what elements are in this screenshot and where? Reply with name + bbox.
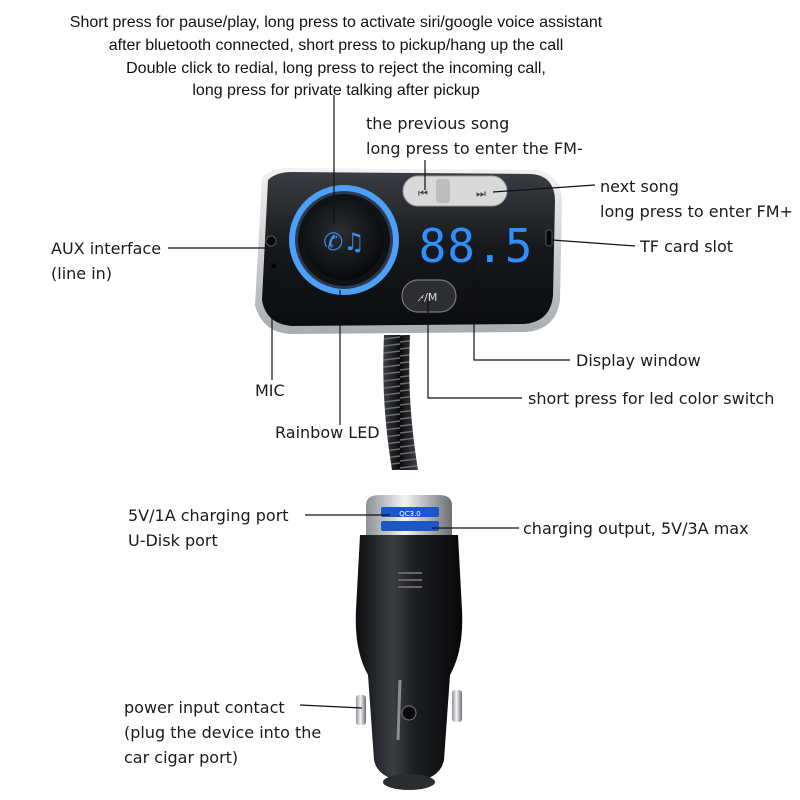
label-charging-port-line-2: U-Disk port xyxy=(128,531,218,550)
aux-jack xyxy=(265,235,277,247)
label-aux-interface: AUX interface (line in) xyxy=(51,236,161,286)
side-contact-right xyxy=(452,690,462,722)
label-power-input-line-1: power input contact xyxy=(124,698,285,717)
side-contact-left xyxy=(356,695,366,725)
label-aux-line-1: AUX interface xyxy=(51,239,162,258)
instruction-line-4: long press for private talking after pic… xyxy=(192,82,480,99)
label-previous-song-line-1: the previous song xyxy=(366,114,510,133)
label-charging-port-line-1: 5V/1A charging port xyxy=(128,506,289,525)
label-display-window: Display window xyxy=(576,351,701,370)
label-previous-song-line-2: long press to enter the FM- xyxy=(366,139,583,158)
usb-label: QC3.0 xyxy=(399,510,421,518)
label-power-input-line-2: (plug the device into the xyxy=(124,723,322,742)
vent-slots xyxy=(398,572,422,588)
label-previous-song: the previous song long press to enter th… xyxy=(366,111,583,161)
instruction-line-1: Short press for pause/play, long press t… xyxy=(69,14,603,31)
label-power-input: power input contact (plug the device int… xyxy=(124,695,321,770)
m-button-label: ·̷/M xyxy=(417,291,437,304)
prev-icon: ⏮ xyxy=(418,187,428,200)
label-power-input-line-3: car cigar port) xyxy=(124,748,239,767)
gooseneck xyxy=(383,335,418,470)
instruction-line-3: Double click to redial, long press to re… xyxy=(126,60,546,77)
label-charging-output: charging output, 5V/3A max xyxy=(523,519,749,538)
label-next-song-line-1: next song xyxy=(600,177,679,196)
label-rainbow-led: Rainbow LED xyxy=(275,423,380,442)
charger-body xyxy=(355,535,463,782)
usb-port-2 xyxy=(381,521,439,531)
phone-music-icon: ✆♫ xyxy=(323,228,365,256)
m-button xyxy=(401,279,457,313)
mic-hole xyxy=(271,263,277,269)
label-led-switch: short press for led color switch xyxy=(528,389,775,408)
usb-port-1 xyxy=(381,507,439,517)
tf-slot xyxy=(545,229,553,247)
call-knob xyxy=(304,200,384,280)
label-aux-line-2: (line in) xyxy=(51,264,113,283)
next-icon: ⏭ xyxy=(476,187,486,200)
label-next-song-line-2: long press to enter FM+ xyxy=(600,202,793,221)
instruction-line-2: after bluetooth connected, short press t… xyxy=(108,37,564,54)
led-display: 88.5 xyxy=(419,219,534,273)
label-mic: MIC xyxy=(255,381,285,400)
power-contact-tip xyxy=(383,774,435,790)
label-next-song: next song long press to enter FM+ xyxy=(600,174,793,224)
label-charging-port: 5V/1A charging port U-Disk port xyxy=(128,503,289,553)
callout-lines xyxy=(168,95,636,709)
label-tf-card-slot: TF card slot xyxy=(640,237,734,256)
